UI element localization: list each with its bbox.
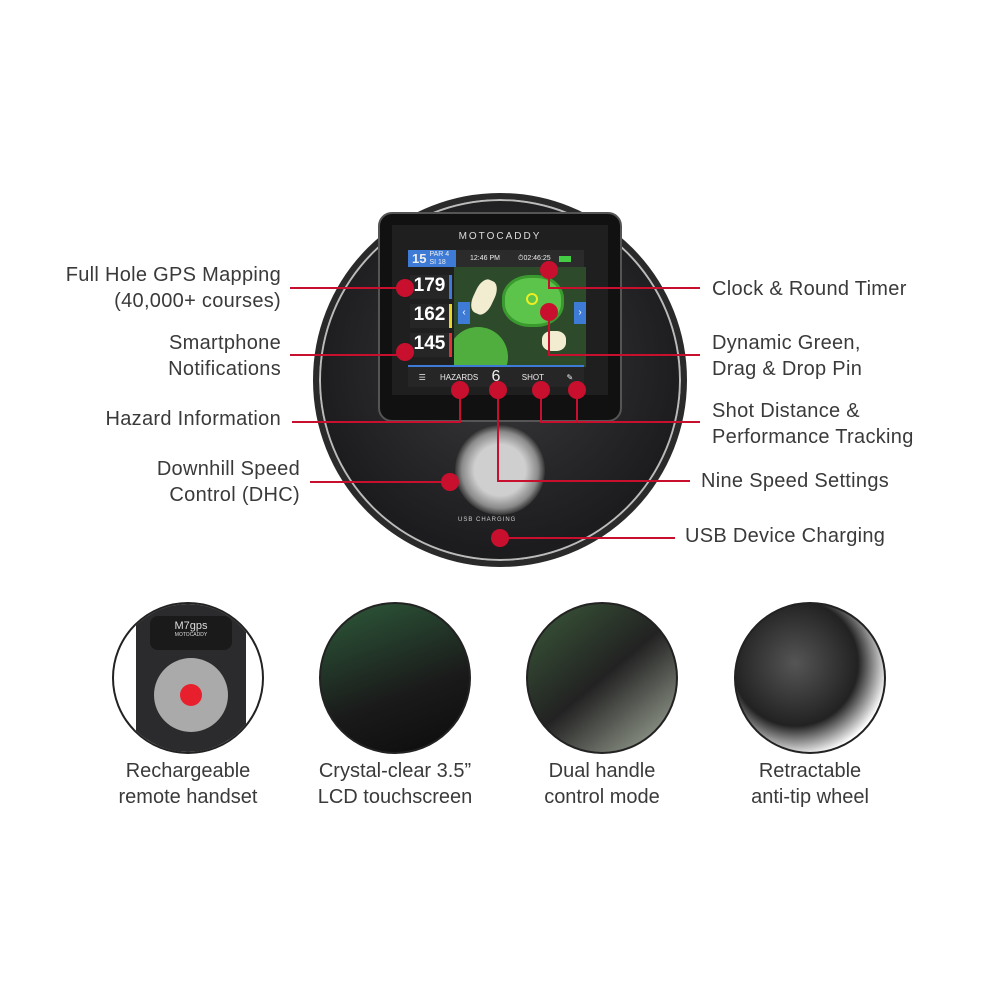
callout-speed-settings: Nine Speed Settings [701, 470, 890, 492]
distance-back: 179 [410, 275, 452, 299]
callout-dot [396, 279, 414, 297]
touchscreen-image [319, 602, 471, 754]
stop-button [180, 684, 202, 706]
speed-control-dial[interactable] [455, 425, 545, 515]
remote-brand: MOTOCADDY [174, 632, 208, 638]
callout-hazard-info: Hazard Information [105, 408, 281, 430]
anti-tip-wheel-image [734, 602, 886, 754]
callout-dot [540, 261, 558, 279]
callout-dot [441, 473, 459, 491]
distance-front: 145 [410, 333, 452, 357]
feature-touchscreen: Crystal-clear 3.5”LCD touchscreen [317, 760, 473, 808]
callout-usb-charging: USB Device Charging [685, 525, 886, 547]
battery-icon [558, 255, 571, 262]
remote-model: M7gps [174, 620, 208, 632]
hole-number: 15 [412, 251, 427, 266]
usb-label: USB CHARGING [458, 517, 517, 523]
green-area [502, 275, 564, 327]
callout-gps-mapping: Full Hole GPS Mapping(40,000+ courses) [65, 264, 281, 312]
hole-map[interactable] [454, 267, 586, 367]
par: PAR 4 [429, 250, 450, 258]
callout-dot [540, 303, 558, 321]
timer-icon: ⏱ [517, 254, 524, 262]
prev-arrow-button[interactable]: ‹ [458, 302, 470, 324]
next-arrow-button[interactable]: › [574, 302, 586, 324]
clock: 12:46 PM [470, 255, 500, 262]
callout-shot-tracking: Shot Distance &Performance Tracking [712, 400, 914, 448]
hazards-button[interactable]: HAZARDS [439, 372, 479, 382]
brand-logo: MOTOCADDY [458, 231, 542, 242]
distance-middle: 162 [410, 304, 452, 328]
callout-dot [489, 381, 507, 399]
shot-button[interactable]: SHOT [521, 372, 545, 382]
callout-dot [532, 381, 550, 399]
pin-target-icon[interactable] [526, 293, 538, 305]
round-timer: 02:46:25 [523, 255, 551, 262]
callout-dot [491, 529, 509, 547]
speed-setting: 6 [491, 368, 501, 385]
callout-dot [451, 381, 469, 399]
callout-clock-timer: Clock & Round Timer [712, 278, 907, 300]
stroke-index: SI 18 [429, 258, 446, 266]
callout-dot [396, 343, 414, 361]
callout-dynamic-green: Dynamic Green,Drag & Drop Pin [712, 332, 863, 380]
edit-icon[interactable]: ✎ [566, 372, 574, 382]
menu-icon[interactable]: ☰ [418, 372, 426, 382]
dual-handle-image [526, 602, 678, 754]
callout-dot [568, 381, 586, 399]
